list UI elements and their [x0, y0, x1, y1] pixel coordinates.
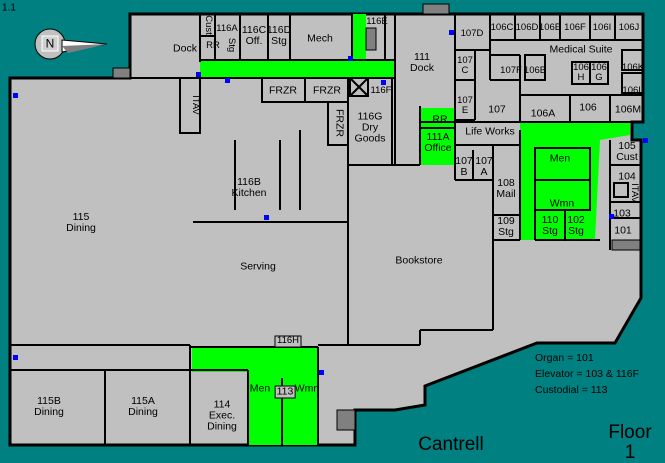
room-115a-dining: 115A Dining [128, 395, 158, 418]
markers [13, 30, 648, 375]
room-104: 104 [618, 170, 636, 183]
room-mech: Mech [307, 32, 333, 45]
room-wmn-east: Wmn [549, 197, 575, 210]
room-107: 107 [488, 103, 506, 116]
room-116b-kitchen: 116B Kitchen [231, 176, 267, 199]
medical-suite-label: Medical Suite [549, 43, 613, 56]
room-107f: 107F [500, 65, 522, 76]
room-116g: 116G Dry Goods [354, 110, 386, 145]
room-frzr-3: FRZR [333, 109, 346, 137]
room-116f: 116F [370, 85, 392, 96]
room-106j: 106J [618, 22, 640, 33]
room-106e: 106E [538, 22, 562, 33]
walls [10, 14, 644, 445]
room-115b-dining: 115B Dining [34, 395, 64, 418]
room-men-south: Men [249, 382, 271, 395]
room-106: 106 [579, 101, 597, 114]
room-101: 101 [614, 224, 632, 237]
room-106h: 106 H [573, 62, 589, 83]
room-cust: Cust [203, 15, 214, 35]
stairs [112, 3, 641, 431]
legend-elevator: Elevator = 103 & 116F [535, 368, 639, 380]
room-106d: 106D [515, 22, 539, 33]
room-106b: 106B [523, 65, 547, 76]
room-serving: Serving [240, 260, 276, 273]
room-106c: 106C [490, 22, 514, 33]
room-110-stg: 110 Stg [541, 214, 559, 237]
room-114-exec-dining: 114 Exec. Dining [207, 398, 237, 433]
floor-label: Floor 1 [608, 422, 652, 463]
room-116e: 116E [366, 16, 388, 27]
room-107e: 107 E [457, 95, 473, 116]
compass-north-label: N [45, 36, 55, 51]
room-108-mail: 108 Mail [496, 177, 516, 200]
room-116a-stg: Stg [226, 37, 237, 53]
page-number: 1.1 [2, 2, 16, 14]
room-116d: 116D Stg [266, 24, 292, 47]
room-106m: 106M [614, 103, 642, 116]
room-116c: 116C Off. [241, 24, 267, 47]
legend-custodial: Custodial = 113 [535, 384, 608, 396]
room-life-works: Life Works [465, 125, 515, 138]
room-frzr-2: FRZR [313, 84, 341, 97]
room-107a: 107 A [475, 155, 493, 178]
room-116h: 116H [276, 335, 300, 346]
room-107d: 107D [460, 28, 484, 39]
room-rr-top: RR [206, 40, 220, 51]
room-itav-west: ITAV [190, 95, 201, 115]
room-106k: 106K [621, 62, 645, 73]
room-107b: 107 B [455, 155, 473, 178]
room-rr-mid: RR [432, 113, 448, 126]
room-men-east: Men [549, 152, 571, 165]
room-111a-office: 111A Office [424, 131, 452, 154]
room-109-stg: 109 Stg [497, 215, 515, 238]
room-107c: 107 C [457, 55, 473, 76]
room-113: 113 [274, 385, 296, 399]
room-106a: 106A [530, 107, 556, 120]
room-wmn-south: Wmn [294, 382, 320, 395]
room-102-stg: 102 Stg [567, 214, 585, 237]
building-name: Cantrell [418, 434, 484, 455]
room-106g: 106 G [591, 62, 607, 83]
room-106l: 106L [622, 85, 644, 96]
room-106f: 106F [564, 22, 586, 33]
room-106i: 106I [592, 22, 612, 33]
room-103: 103 [613, 207, 631, 220]
compass-icon [34, 28, 108, 60]
room-105-cust: 105 Cust [616, 140, 638, 163]
room-116a: 116A [216, 23, 238, 34]
room-115-dining: 115 Dining [66, 211, 96, 234]
room-111-dock: 111 Dock [410, 51, 434, 74]
room-bookstore: Bookstore [395, 254, 443, 267]
legend-organ: Organ = 101 [535, 352, 594, 364]
room-itav-east: ITAV [629, 183, 640, 203]
room-dock-west: Dock [173, 42, 197, 55]
room-frzr-1: FRZR [269, 84, 297, 97]
